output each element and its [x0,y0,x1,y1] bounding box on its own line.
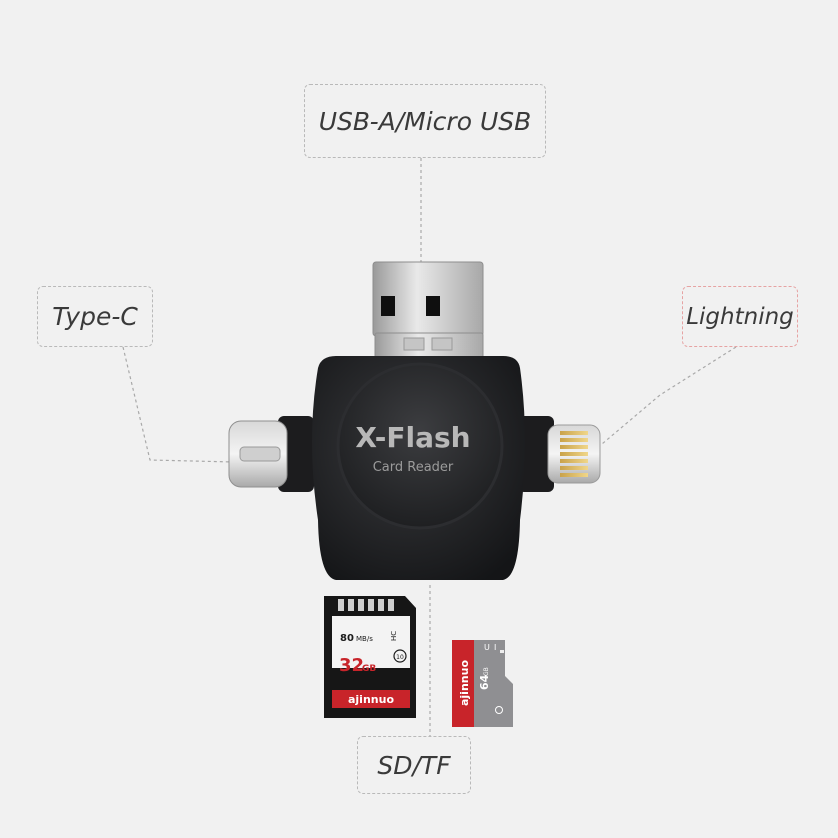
tf-speed-mark [495,706,503,714]
tf-capacity-unit: GB [483,667,490,676]
usb-a-plug [372,261,484,364]
sd-capacity-unit: GB [362,664,376,674]
tf-brand: ajinnuo [458,660,471,706]
tf-card [452,640,513,727]
tf-capacity: 64 [478,674,491,690]
device-subtitle: Card Reader [373,460,454,475]
sd-standard: HC [390,631,398,641]
device-brand: X-Flash [355,421,470,454]
sd-card [324,596,416,718]
sd-capacity: 32 [339,655,364,676]
leader-lines [122,158,737,736]
tf-class: I [494,643,496,652]
tf-standard: U [484,643,490,652]
sd-class-mark [393,649,407,663]
sd-class: 10 [396,654,404,661]
sd-brand: ajinnuo [348,693,394,706]
label-type-c: Type-C [37,286,153,347]
lightning-plug [518,416,601,492]
label-sd-tf: SD/TF [357,736,471,794]
label-lightning: Lightning [682,286,798,347]
type-c-plug [228,416,314,492]
sd-speed: 80 [340,633,354,644]
sd-speed-unit: MB/s [356,635,373,643]
label-usb-a-micro-usb: USB-A/Micro USB [304,84,546,158]
reader-body [312,356,525,580]
